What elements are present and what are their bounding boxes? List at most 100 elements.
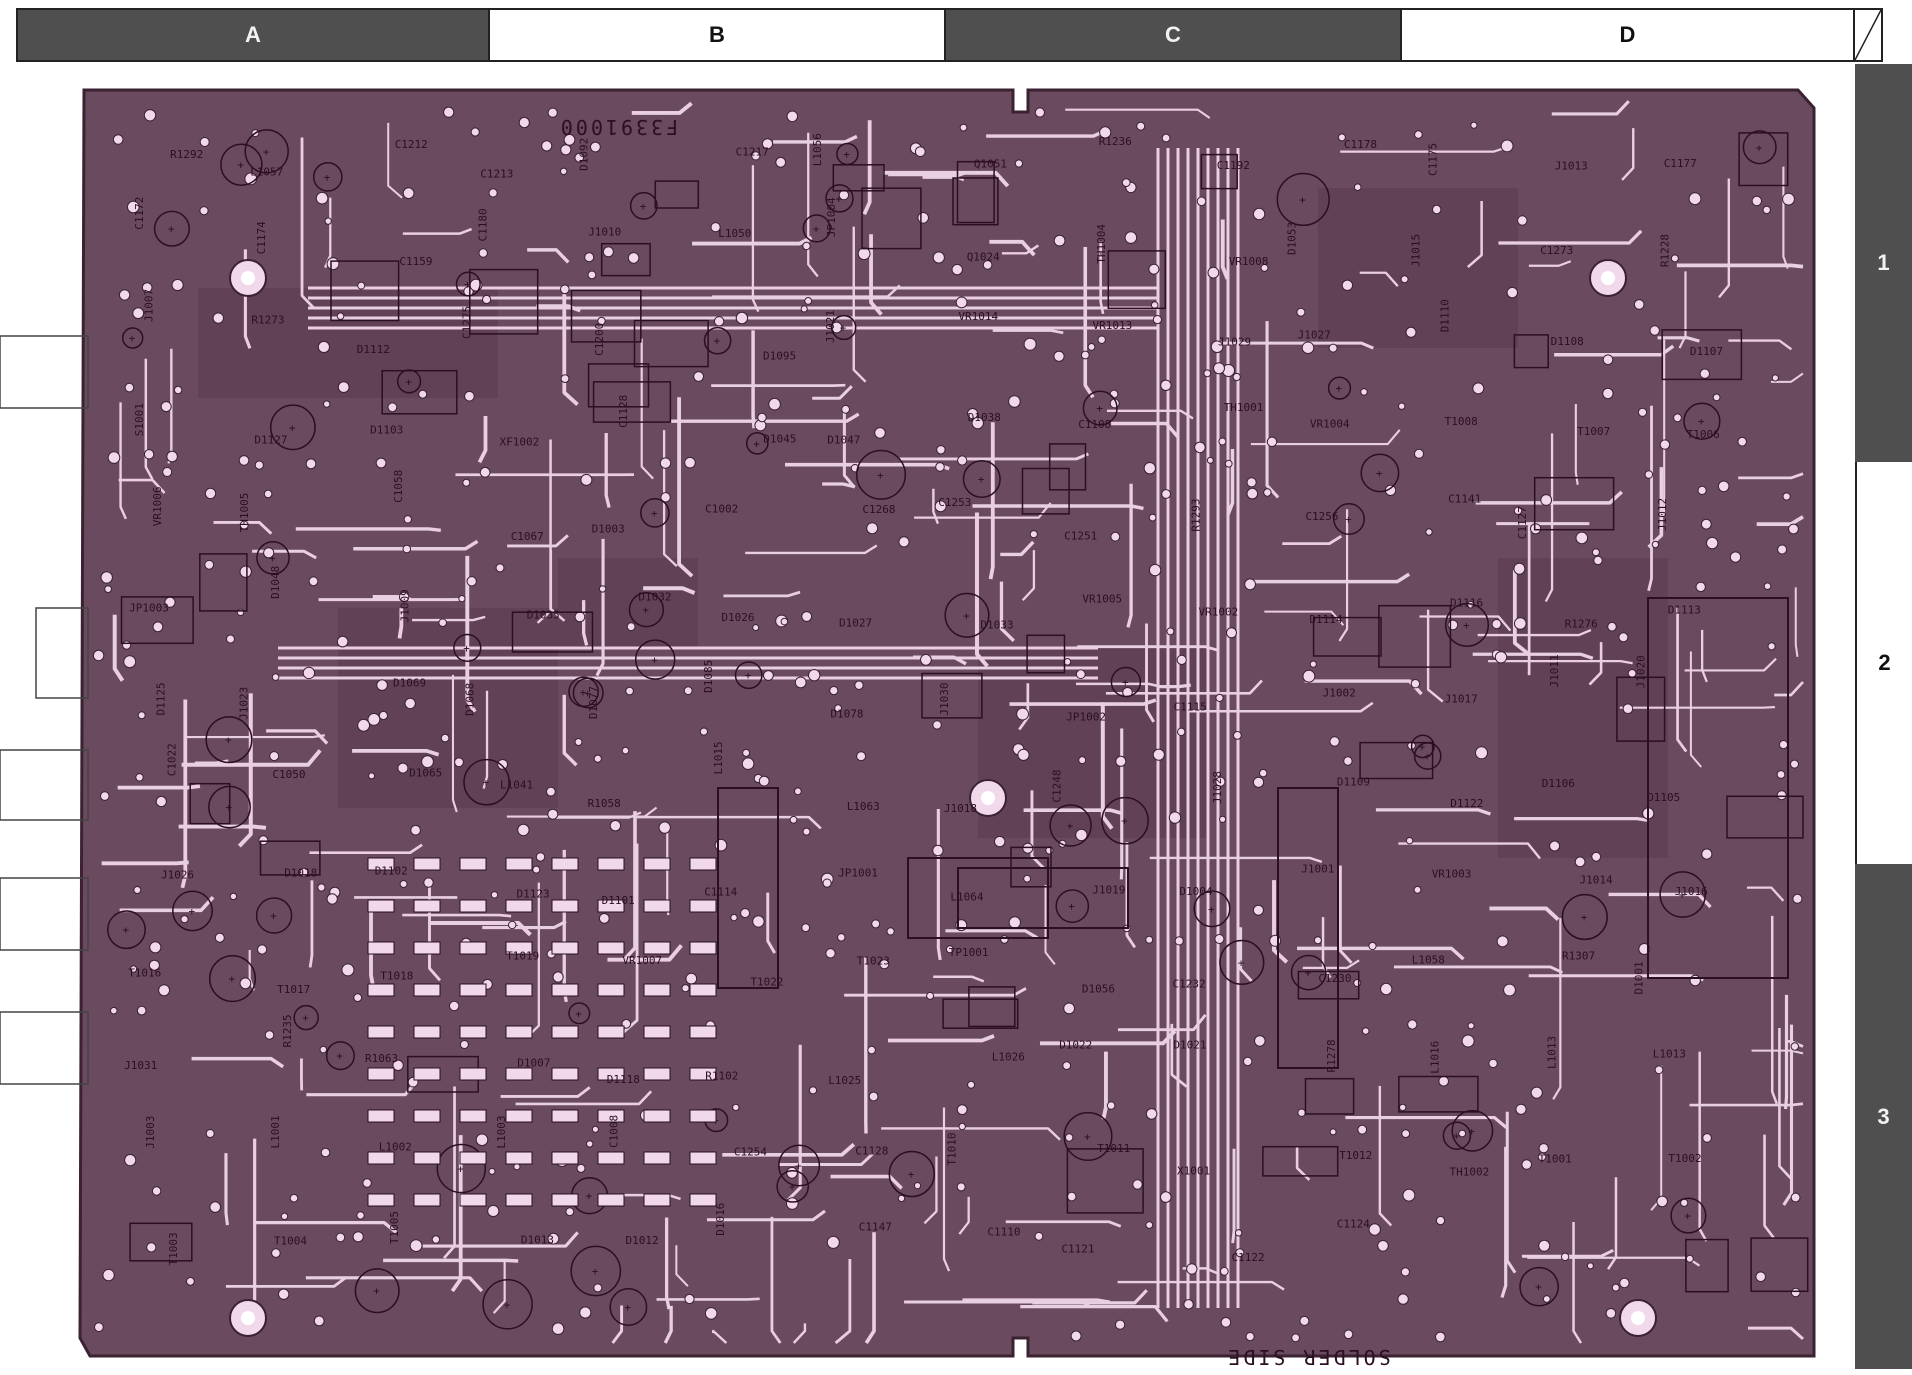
component-label: J1001 bbox=[1301, 863, 1334, 876]
solder-pad bbox=[1730, 552, 1740, 562]
trace bbox=[102, 862, 189, 863]
mounting-hole-center bbox=[1631, 1311, 1645, 1325]
solder-pad bbox=[622, 747, 629, 754]
smd-part bbox=[690, 900, 716, 912]
solder-pad bbox=[1592, 852, 1601, 861]
solder-pad bbox=[320, 1046, 327, 1053]
solder-pad bbox=[1067, 1192, 1076, 1201]
solder-pad bbox=[318, 341, 329, 352]
polarity-mark: + bbox=[229, 973, 236, 986]
solder-pad bbox=[1507, 287, 1517, 297]
component-label: C1268 bbox=[862, 503, 895, 516]
polarity-mark: + bbox=[1424, 750, 1431, 763]
polarity-mark: + bbox=[405, 375, 412, 388]
component-label: D1106 bbox=[1542, 777, 1575, 790]
solder-pad bbox=[1398, 1294, 1408, 1304]
solder-pad bbox=[1344, 757, 1352, 765]
solder-pad bbox=[1244, 1057, 1252, 1065]
solder-pad bbox=[968, 1081, 975, 1088]
solder-pad bbox=[1561, 1253, 1568, 1260]
component-label: J1010 bbox=[588, 226, 621, 239]
component-label: R1278 bbox=[1325, 1039, 1338, 1072]
polarity-mark: + bbox=[1121, 815, 1128, 828]
component-label: D1004 bbox=[1179, 885, 1212, 898]
solder-pad bbox=[1516, 1104, 1526, 1114]
solder-pad bbox=[801, 306, 807, 312]
polarity-mark: + bbox=[714, 335, 721, 348]
solder-pad bbox=[1504, 984, 1516, 996]
grid-column-a: A bbox=[16, 8, 490, 62]
polarity-mark: + bbox=[1756, 141, 1763, 154]
ground-plane bbox=[558, 558, 698, 648]
smd-part bbox=[506, 1152, 532, 1164]
solder-pad bbox=[1081, 351, 1089, 359]
component-label: VR1006 bbox=[151, 487, 164, 527]
solder-pad bbox=[1149, 564, 1160, 575]
solder-pad bbox=[459, 596, 465, 602]
component-label: T1001 bbox=[1539, 1153, 1572, 1166]
component-label: VR1007 bbox=[622, 954, 662, 967]
solder-pad bbox=[321, 1148, 330, 1157]
solder-pad bbox=[1671, 255, 1678, 262]
solder-pad bbox=[509, 921, 516, 928]
component-label: D1027 bbox=[839, 616, 872, 629]
solder-pad bbox=[956, 297, 967, 308]
smd-part bbox=[414, 1194, 440, 1206]
solder-pad bbox=[1076, 670, 1085, 679]
component-label: C1121 bbox=[1061, 1242, 1094, 1255]
smd-part bbox=[414, 942, 440, 954]
component-label: J1021 bbox=[824, 310, 837, 343]
component-label: R1276 bbox=[1565, 617, 1598, 630]
solder-pad bbox=[921, 654, 932, 665]
solder-pad bbox=[205, 488, 215, 498]
solder-pad bbox=[488, 1205, 499, 1216]
solder-pad bbox=[205, 560, 214, 569]
solder-pad bbox=[842, 405, 850, 413]
solder-pad bbox=[1772, 375, 1778, 381]
solder-pad bbox=[1245, 579, 1256, 590]
solder-pad bbox=[518, 824, 529, 835]
component-label: C1159 bbox=[399, 255, 432, 268]
component-label: C1127 bbox=[1516, 506, 1529, 539]
grid-row-3: 3 bbox=[1855, 864, 1912, 1369]
solder-pad bbox=[1674, 414, 1682, 422]
component-label: D1077 bbox=[587, 686, 600, 719]
polarity-mark: + bbox=[302, 1012, 309, 1025]
connector-stub bbox=[0, 878, 88, 950]
component-label: T1002 bbox=[1668, 1152, 1701, 1165]
solder-pad bbox=[1768, 643, 1775, 650]
solder-pad bbox=[684, 687, 692, 695]
solder-pad bbox=[101, 572, 112, 583]
solder-pad bbox=[1660, 440, 1669, 449]
solder-pad bbox=[1401, 276, 1408, 283]
solder-pad bbox=[1184, 1300, 1193, 1309]
component-label: D1105 bbox=[1647, 791, 1680, 804]
component-label: C1212 bbox=[395, 138, 428, 151]
polarity-mark: + bbox=[483, 776, 490, 789]
solder-pad bbox=[1575, 857, 1585, 867]
solder-pad bbox=[759, 776, 769, 786]
component-label: R1273 bbox=[251, 314, 284, 327]
solder-pad bbox=[594, 755, 601, 762]
solder-pad bbox=[144, 110, 155, 121]
solder-pad bbox=[1650, 326, 1659, 335]
solder-pad bbox=[1220, 816, 1226, 822]
component-label: J1018 bbox=[944, 802, 977, 815]
component-label: D1069 bbox=[393, 676, 426, 689]
solder-pad bbox=[1063, 1062, 1071, 1070]
solder-pad bbox=[103, 1269, 114, 1280]
component-label: L1001 bbox=[269, 1115, 282, 1148]
trace bbox=[1620, 707, 1775, 708]
solder-pad bbox=[937, 446, 945, 454]
corner-diagonal bbox=[1855, 10, 1881, 60]
component-label: J1028 bbox=[1211, 771, 1224, 804]
component-label: D1068 bbox=[464, 683, 477, 716]
component-label: TH1005 bbox=[238, 493, 251, 533]
solder-pad bbox=[1403, 1189, 1415, 1201]
solder-pad bbox=[1023, 843, 1033, 853]
component-label: J1016 bbox=[1675, 885, 1708, 898]
solder-pad bbox=[496, 564, 504, 572]
component-label: J1002 bbox=[1323, 687, 1356, 700]
polarity-mark: + bbox=[1067, 820, 1074, 833]
component-label: R1236 bbox=[1099, 135, 1132, 148]
